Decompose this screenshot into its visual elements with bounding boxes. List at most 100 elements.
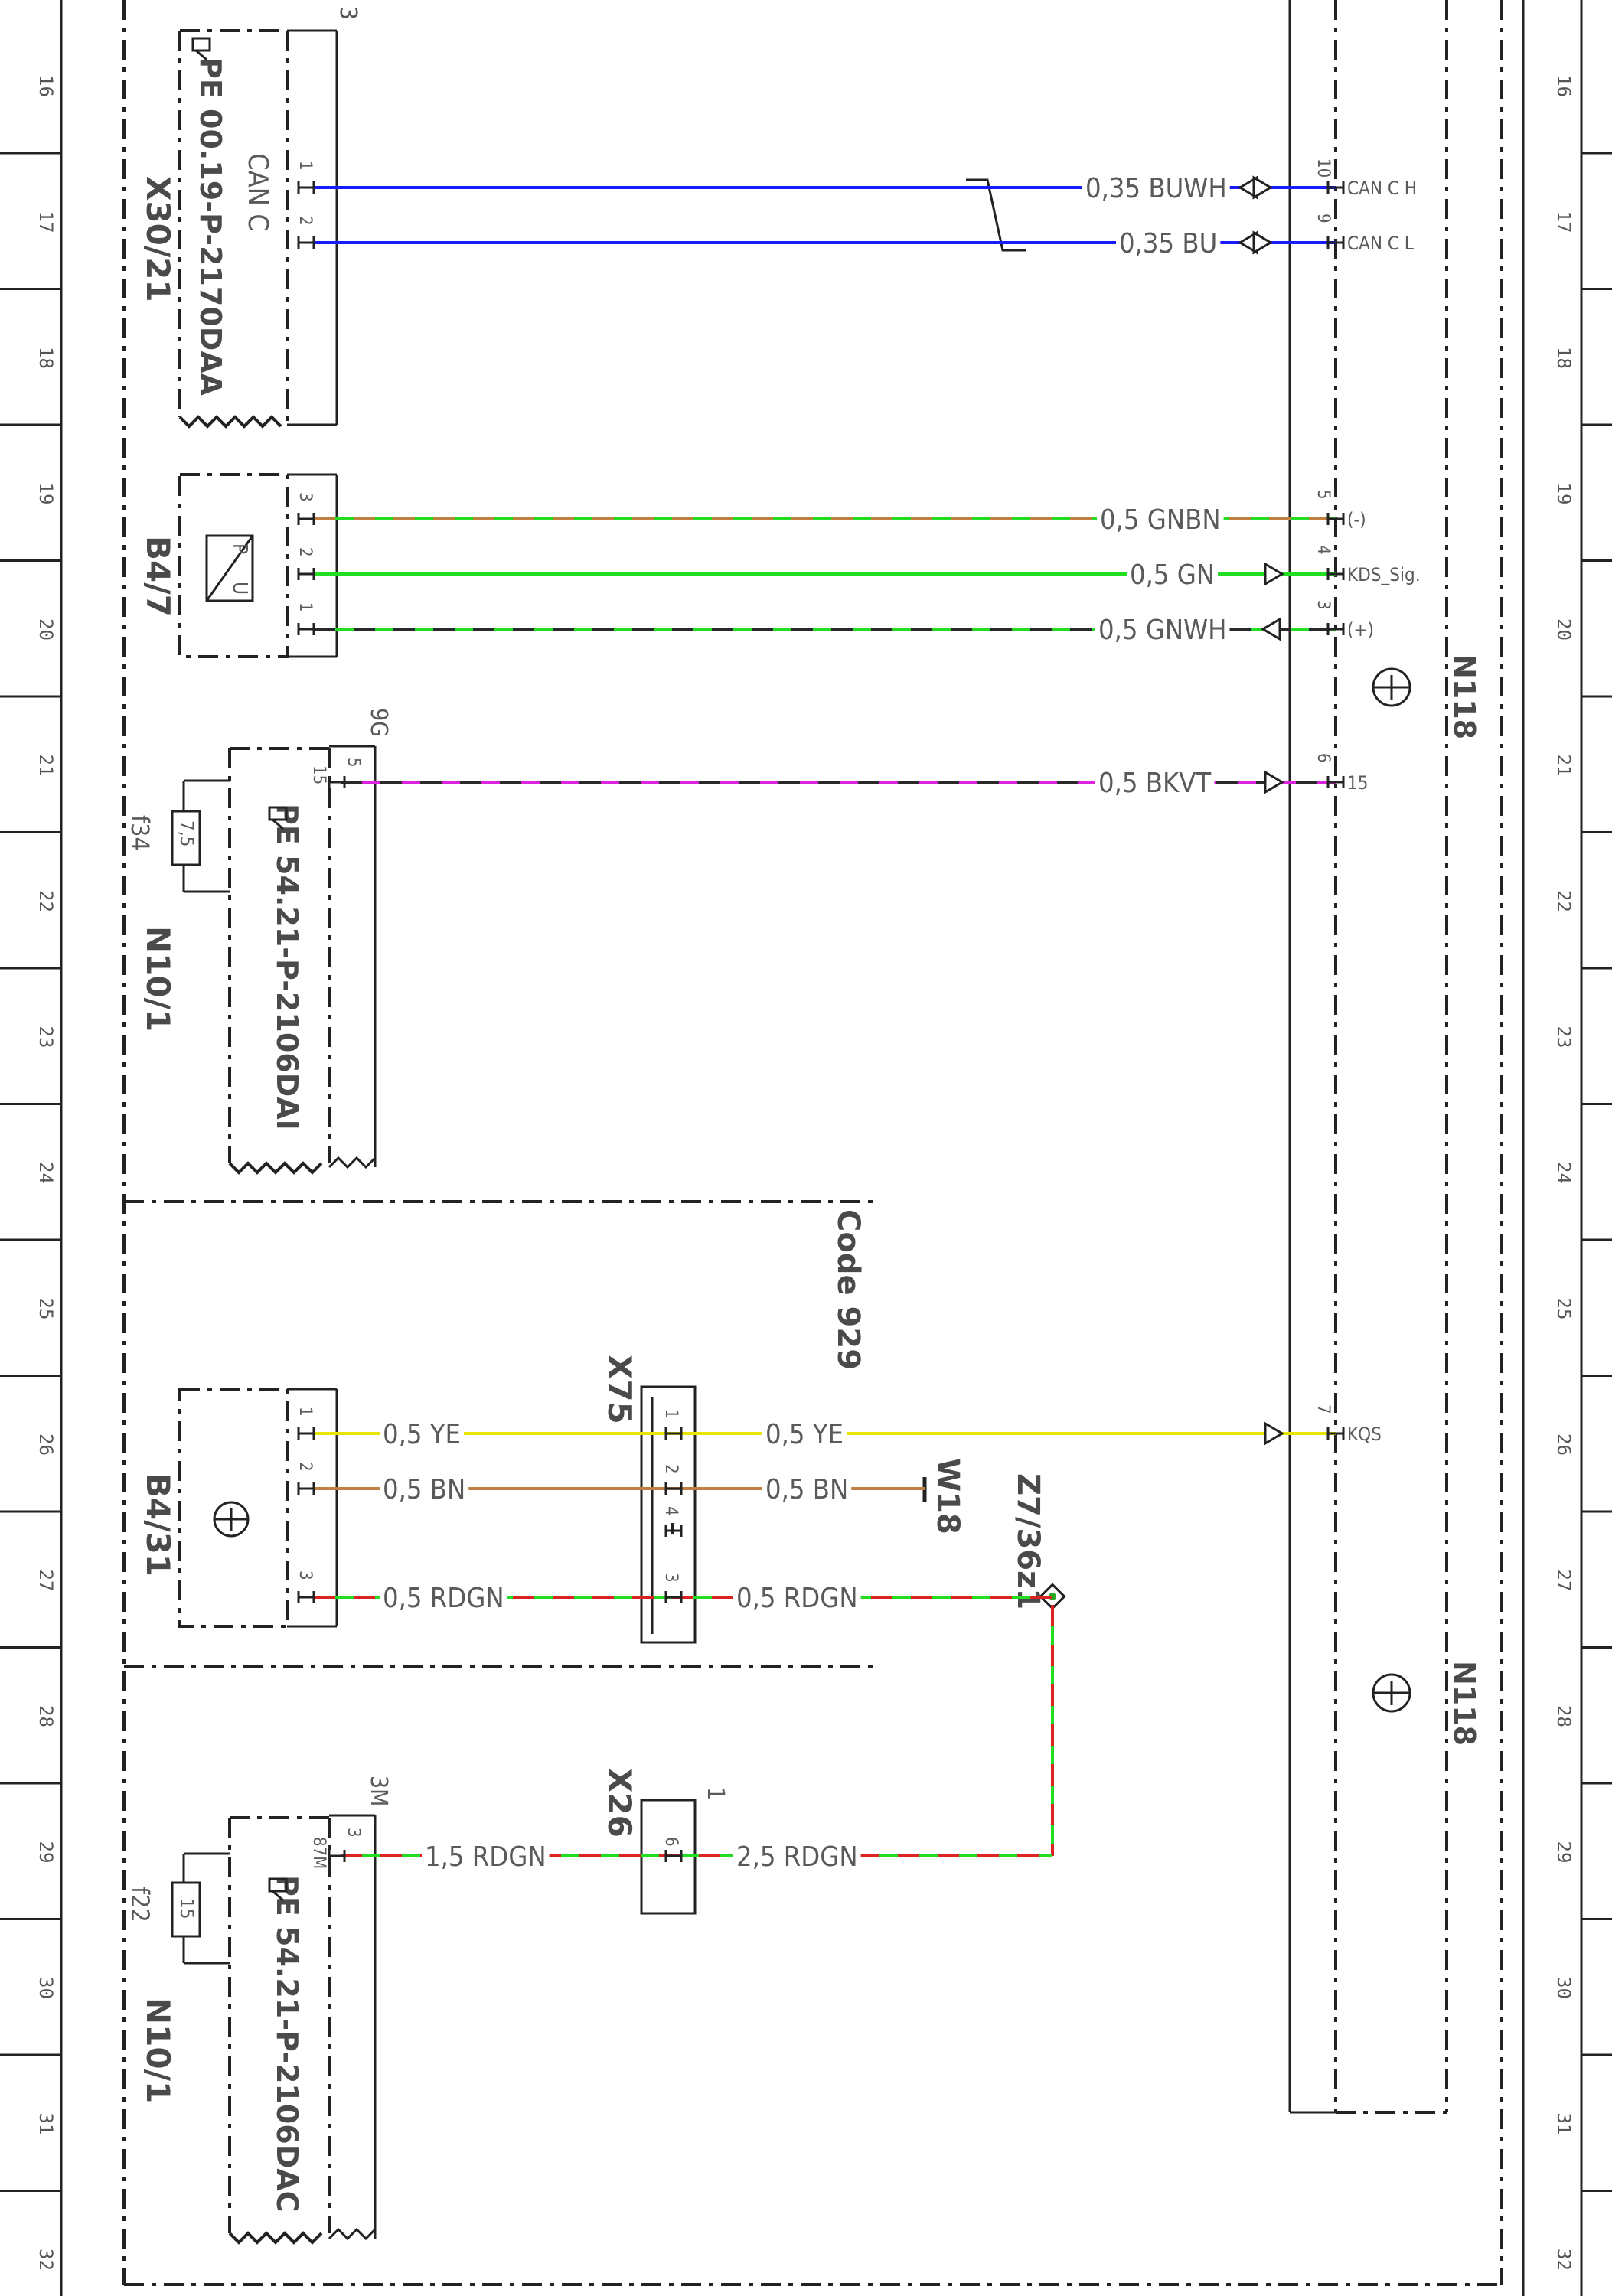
wire-label-gnbn-bg [1097,504,1224,536]
pen-icon [268,1877,288,1902]
can-l-n118-pin-number: 9 [1313,214,1333,223]
ruler-row-label: 25 [35,1298,57,1320]
ruler-row-label: 30 [35,1977,57,1999]
n118-label-upper: N118 [1447,654,1481,739]
sheet-frame [60,0,1583,2296]
ruler-row-label: 19 [1553,483,1574,505]
wire-label-gn: 0,5 GN [1130,559,1215,591]
n10-1-upper-id: N10/1 [139,926,177,1032]
ye-signal: KQS [1347,1424,1382,1445]
b4-7-pin-number-1: 2 [295,547,315,557]
wire-label-gnwh-bg [1095,615,1230,646]
ruler-row-label: 32 [35,2249,57,2271]
b4-7-0-n118-pin-number: 5 [1313,490,1333,500]
ruler-row-label: 29 [35,1841,57,1864]
twisted-pair-mark [966,178,1026,252]
b4-7-2-n118-pin-number: 3 [1313,600,1333,610]
wire-label-ye-1-bg [380,1419,465,1450]
ruler-row-label: 24 [1553,1162,1574,1184]
wire-label-bkvt: 0,5 BKVT [1098,768,1211,799]
x75-pin-2 [664,1525,683,1537]
pen-icon [191,37,211,61]
z7-36z1-id: Z7/36z1 [1010,1473,1046,1609]
n10-1-upper-module [171,745,377,1175]
n10-1-upper-terminal: 5 [344,758,363,768]
b4-7-pin-1 [297,568,315,580]
code-929-boundary [124,1200,873,1668]
n10-1-upper-pin [328,776,346,788]
corner-mark: 3 [334,6,361,20]
ye-arrow [1264,1421,1284,1446]
b4-31-transistor-icon [213,1501,250,1538]
b4-31-pin-0 [297,1427,315,1440]
n118-label-lower: N118 [1447,1661,1481,1746]
x30-21-name: CAN C [242,153,273,231]
b4-7-symbol-p: P [228,543,251,554]
can-l-signal: CAN C L [1347,233,1414,254]
wire-label-rdgn-1: 0,5 RDGN [383,1583,504,1614]
wire-label-rdgn-15-bg [422,1841,550,1873]
wire-label-ye-1: 0,5 YE [383,1419,461,1450]
can-l-n118-pin [1326,236,1345,249]
ruler-row-label: 28 [35,1705,57,1727]
b4-7-arrow-sig [1264,562,1284,586]
b4-7-symbol-u: U [228,582,251,595]
b4-31-sensor [178,1388,338,1628]
n10-1-lower-terminal: 3 [344,1828,363,1838]
ruler-row-label: 20 [1553,618,1574,641]
b4-7-1-signal: KDS_Sig. [1347,564,1421,585]
b4-7-pin-number-0: 3 [295,492,315,502]
wire-label-buwh: 0,35 BUWH [1085,173,1227,204]
ruler-row-label: 20 [35,618,57,641]
ye-n118-pin-number: 7 [1313,1404,1333,1414]
ruler-row-label: 17 [35,211,57,233]
b4-7-id: B4/7 [139,536,177,617]
x30-21-pin-1 [297,181,315,194]
n10-1-lower-pin [328,1850,346,1862]
b4-7-2-n118-pin [1326,623,1345,635]
n10-1-upper-ref: PE 54.21-P-2106DAI [270,804,304,1130]
wire-label-gnwh: 0,5 GNWH [1098,615,1226,646]
n10-1-upper-connector: 9G [365,708,392,737]
wire-label-rdgn-2: 0,5 RDGN [736,1583,858,1614]
ruler-row-label: 16 [35,75,57,97]
ruler-row-label: 25 [1553,1298,1574,1320]
ruler-row-label: 26 [1553,1433,1574,1456]
ruler-row-label: 31 [1553,2113,1574,2135]
ruler-row-label: 17 [1553,211,1574,233]
b4-7-sensor [178,473,338,658]
ruler-row-label: 22 [35,890,57,912]
fuse-f34-label: f34 [126,815,155,851]
wire-label-buwh-bg [1082,173,1230,204]
x75-connector [640,1385,697,1644]
fuse-f22-rating: 15 [176,1898,197,1919]
wire-label-bn-2: 0,5 BN [765,1474,848,1505]
ruler-row-label: 21 [35,755,57,777]
n10-1-lower-pin-number: 87M [309,1837,328,1869]
b4-7-pin-2 [297,623,315,635]
ground-boundary [122,0,1503,2286]
ruler-row-label: 27 [35,1570,57,1592]
b4-7-2-signal: (+) [1347,619,1374,641]
x26-top-mark: 1 [702,1787,729,1800]
can-arrow-r-0 [1252,175,1273,200]
transistor-symbol-icon [1372,667,1411,707]
n10-1-lower-connector: 3M [365,1776,392,1806]
ruler-row-label: 16 [1553,75,1574,97]
ruler-row-label: 29 [1553,1841,1574,1864]
x75-pin-3 [664,1591,683,1603]
x30-21-connector [178,29,338,429]
ruler-row-label: 24 [35,1162,57,1184]
ruler-row-label: 23 [35,1026,57,1049]
b4-7-1-n118-pin-number: 4 [1313,545,1333,555]
x75-pin-number-3: 3 [661,1573,680,1583]
wire-label-ye-2: 0,5 YE [765,1419,844,1450]
x30-21-pin-1-number: 1 [295,161,315,171]
wire-label-rdgn-2-bg [733,1583,861,1614]
transistor-symbol-lower-icon [1372,1673,1411,1713]
n10-1-lower-id: N10/1 [139,1998,177,2103]
code-929-label: Code 929 [830,1209,866,1370]
